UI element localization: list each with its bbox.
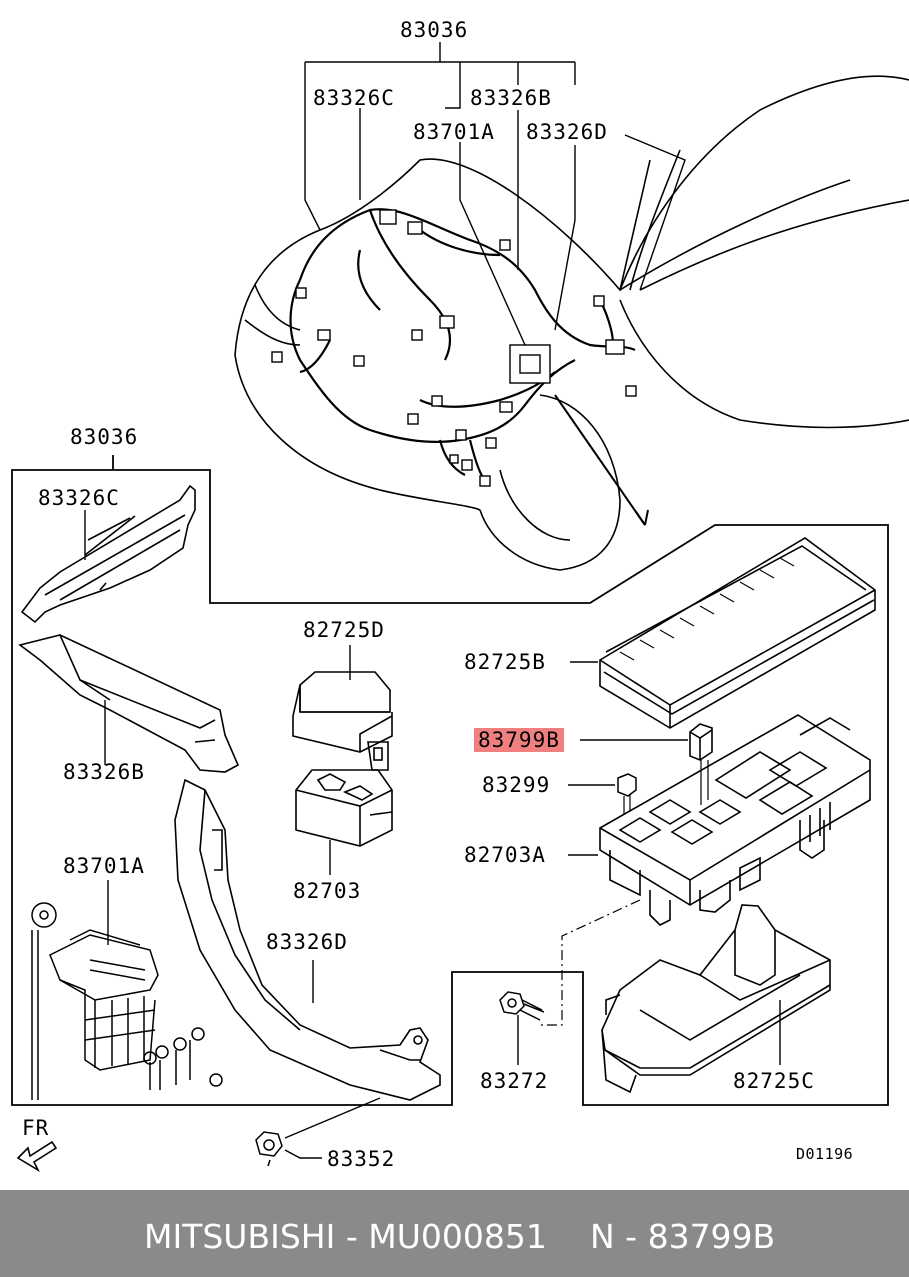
label-top-assembly: 83036 xyxy=(400,18,469,42)
label-box-83326b: 83326B xyxy=(63,760,145,784)
label-82725c: 82725C xyxy=(733,1069,815,1093)
leader-83352 xyxy=(284,1097,381,1159)
label-82703a: 82703A xyxy=(464,843,546,867)
label-top-83701a: 83701A xyxy=(413,120,495,144)
part-83272 xyxy=(499,991,545,1021)
part-82703a xyxy=(599,714,871,926)
part-82725d xyxy=(292,671,393,771)
label-box-assembly: 83036 xyxy=(70,425,139,449)
part-82703 xyxy=(295,769,393,847)
parts-diagram: 83036 83326C 83326B 83701A 83326D 83036 … xyxy=(11,18,909,1173)
diagram-drawing xyxy=(11,42,909,1173)
label-top-83326c: 83326C xyxy=(313,86,395,110)
part-83299 xyxy=(617,773,637,815)
label-83272: 83272 xyxy=(480,1069,549,1093)
part-83326b xyxy=(18,634,240,773)
label-box-83701a: 83701A xyxy=(63,854,145,878)
label-83352: 83352 xyxy=(327,1147,396,1171)
part-83326d xyxy=(174,778,441,1101)
footer-diagram-reference: N - 83799B xyxy=(590,1217,776,1256)
part-83352 xyxy=(255,1131,283,1167)
car-body-outline xyxy=(234,75,909,571)
part-83326c xyxy=(20,484,196,624)
part-83701a xyxy=(31,902,223,1100)
label-top-83326d: 83326D xyxy=(526,120,608,144)
footer-brand-part-number: MITSUBISHI - MU000851 xyxy=(144,1217,547,1256)
label-drawing-code: D01196 xyxy=(796,1145,854,1163)
label-fr: FR xyxy=(22,1116,50,1140)
label-83299: 83299 xyxy=(482,773,551,797)
part-82725c xyxy=(601,904,831,1094)
part-83799b xyxy=(689,723,713,761)
dash-leader-block xyxy=(540,899,641,1026)
label-box-83326d: 83326D xyxy=(266,930,348,954)
part-number-footer: MITSUBISHI - MU000851 N - 83799B xyxy=(0,1190,909,1277)
label-top-83326b: 83326B xyxy=(470,86,552,110)
exploded-frame xyxy=(11,455,889,1106)
label-83799b-highlighted: 83799B xyxy=(474,728,564,752)
label-82725b: 82725B xyxy=(464,650,546,674)
part-82725b xyxy=(599,537,876,729)
harness-connectors xyxy=(271,209,637,487)
top-leader-lines xyxy=(304,42,686,526)
label-box-83326c: 83326C xyxy=(38,486,120,510)
fr-arrow-icon xyxy=(16,1140,58,1173)
label-82725d: 82725D xyxy=(303,618,385,642)
label-82703: 82703 xyxy=(293,879,362,903)
